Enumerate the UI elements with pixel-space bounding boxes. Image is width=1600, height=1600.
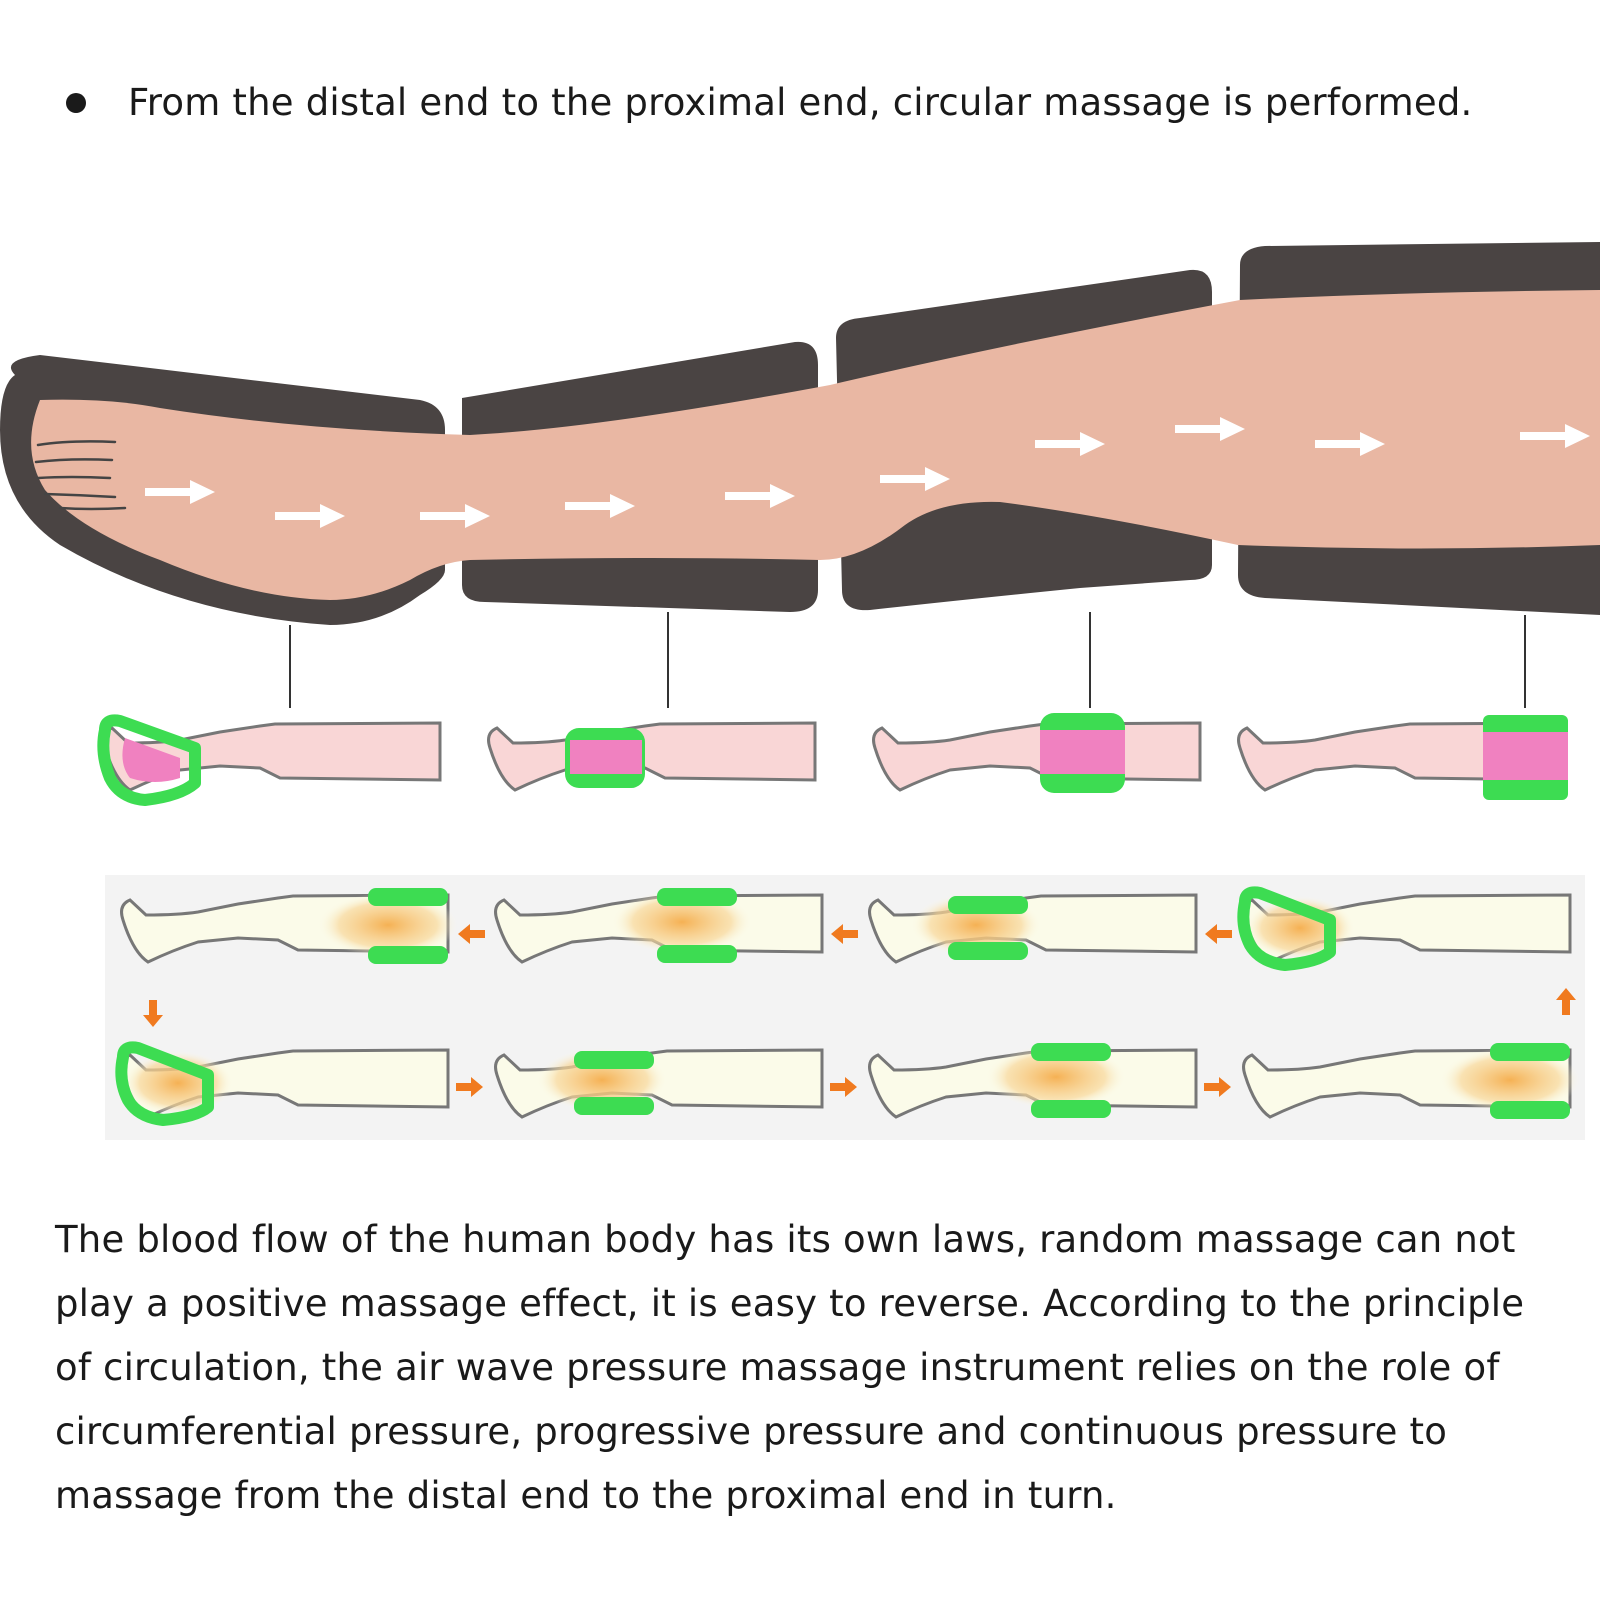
stage-thigh bbox=[1237, 715, 1568, 800]
cycle-arrow-icon bbox=[1205, 924, 1232, 944]
leg-skin bbox=[31, 290, 1600, 600]
paragraph-line: massage from the distal end to the proxi… bbox=[55, 1474, 1117, 1517]
cycle-bottom-row bbox=[115, 1041, 1580, 1126]
cycle-top-row bbox=[120, 886, 1572, 971]
paragraph-line: play a positive massage effect, it is ea… bbox=[55, 1282, 1525, 1325]
cycle-arrow-icon bbox=[456, 1077, 483, 1097]
flow-arrow-icon bbox=[1035, 432, 1105, 456]
bullet-point: From the distal end to the proximal end,… bbox=[60, 78, 1560, 128]
cycle-arrow-icon bbox=[1204, 1077, 1231, 1097]
cycle-panel bbox=[105, 875, 1585, 1140]
paragraph-line: The blood flow of the human body has its… bbox=[55, 1218, 1516, 1261]
flow-arrow-icon bbox=[1315, 432, 1385, 456]
description-paragraph: The blood flow of the human body has its… bbox=[55, 1208, 1575, 1528]
cycle-arrows bbox=[143, 924, 1576, 1097]
toe-lines bbox=[34, 440, 127, 511]
flow-arrow-icon bbox=[1520, 424, 1590, 448]
flow-arrow-icon bbox=[725, 484, 795, 508]
cycle-arrow-icon bbox=[830, 1077, 857, 1097]
paragraph-line: of circulation, the air wave pressure ma… bbox=[55, 1346, 1500, 1389]
connector-lines bbox=[289, 612, 1526, 708]
flow-arrow-icon bbox=[420, 504, 490, 528]
flow-arrow-icon bbox=[275, 504, 345, 528]
flow-arrow-icon bbox=[880, 467, 950, 491]
flow-arrow-icon bbox=[565, 494, 635, 518]
stage-row-pressure bbox=[97, 713, 1568, 806]
flow-arrows bbox=[145, 417, 1590, 528]
stage-calf bbox=[487, 721, 817, 792]
flow-arrow-icon bbox=[1175, 417, 1245, 441]
cycle-arrow-icon bbox=[1556, 988, 1576, 1015]
paragraph-line: circumferential pressure, progressive pr… bbox=[55, 1410, 1448, 1453]
leg-massage-diagram bbox=[0, 242, 1600, 1140]
stage-knee bbox=[872, 713, 1202, 793]
cycle-arrow-icon bbox=[143, 1000, 163, 1027]
flow-arrow-icon bbox=[145, 480, 215, 504]
cycle-arrow-icon bbox=[458, 924, 485, 944]
large-leg-illustration bbox=[0, 242, 1600, 708]
bullet-text: From the distal end to the proximal end,… bbox=[128, 81, 1473, 124]
stage-foot bbox=[97, 714, 442, 806]
bullet-dot-icon bbox=[66, 93, 86, 113]
active-foot-cuff bbox=[97, 714, 201, 806]
cycle-arrow-icon bbox=[831, 924, 858, 944]
